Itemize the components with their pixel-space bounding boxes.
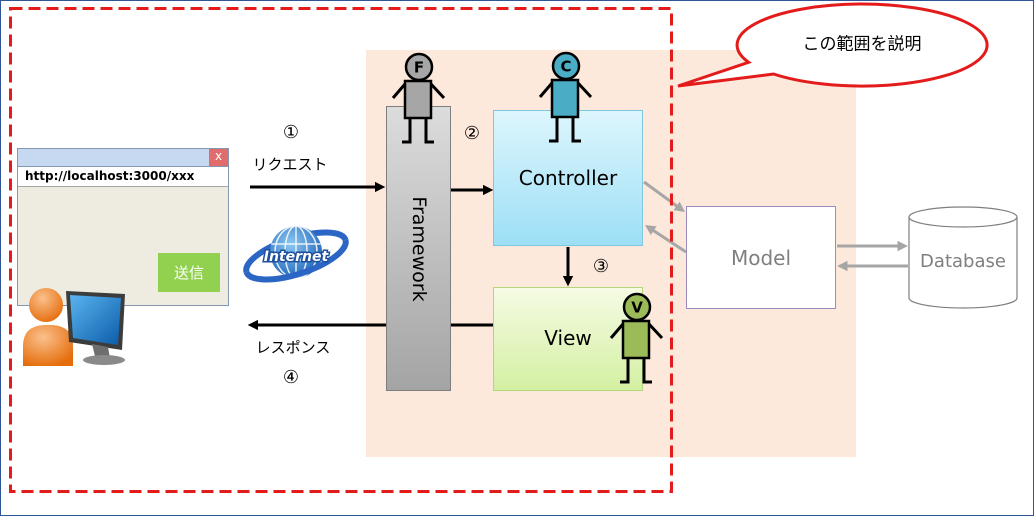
view-box: View: [493, 287, 643, 391]
controller-figure-letter: C: [560, 58, 571, 76]
view-label: View: [544, 325, 592, 350]
model-box: Model: [686, 206, 836, 309]
person-head: [29, 288, 63, 322]
internet-globe-icon: Internet: [243, 225, 349, 283]
controller-box: Controller: [493, 110, 643, 246]
address-bar[interactable]: http://localhost:3000/xxx: [18, 167, 228, 187]
response-step-number: ④: [282, 367, 300, 388]
response-label: レスポンス: [255, 338, 331, 357]
controller-figure-icon: C: [538, 51, 593, 143]
close-button[interactable]: x: [209, 149, 228, 166]
framework-figure-icon: F: [391, 52, 446, 144]
submit-button[interactable]: 送信: [158, 253, 220, 292]
controller-label: Controller: [518, 166, 618, 190]
model-label: Model: [730, 245, 792, 270]
explained-scope-dashed-border: [9, 7, 673, 493]
monitor-screen: [70, 295, 121, 345]
framework-figure-letter: F: [414, 59, 424, 77]
model-to-controller-arrow: [644, 224, 687, 254]
controller-to-view-step-number: ③: [592, 256, 610, 277]
speech-bubble: [677, 2, 989, 88]
framework-to-controller-step-number: ②: [463, 123, 481, 144]
person-body: [23, 325, 73, 366]
framework-box: Framework: [386, 106, 451, 391]
browser-window: x http://localhost:3000/xxx 送信: [17, 148, 229, 306]
request-step-number: ①: [282, 122, 300, 143]
view-figure-letter: V: [631, 299, 643, 317]
speech-bubble-text: この範囲を説明: [802, 34, 922, 55]
controller-to-model-arrow: [643, 180, 686, 213]
database-cylinder-icon: [908, 206, 1018, 309]
browser-titlebar: x: [18, 149, 228, 167]
monitor-neck: [92, 344, 110, 358]
request-label: リクエスト: [252, 155, 328, 174]
submit-button-label: 送信: [173, 264, 204, 282]
view-figure-icon: V: [609, 292, 664, 384]
user-at-computer-icon: [23, 288, 125, 366]
monitor-base: [83, 355, 125, 365]
internet-logo-text: Internet: [264, 249, 330, 265]
database-label: Database: [920, 251, 1006, 272]
